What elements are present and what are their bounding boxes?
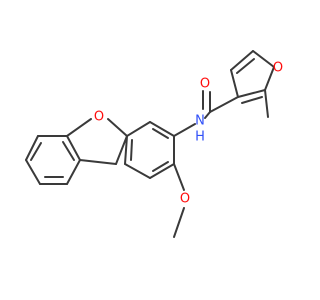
left-benzene-ring <box>25 135 81 185</box>
double-bond-inner <box>236 58 255 74</box>
molecule-structure: O N H O O O <box>0 0 300 300</box>
bond <box>66 135 81 161</box>
bond <box>149 163 175 179</box>
bond <box>173 207 185 238</box>
bond <box>126 121 151 137</box>
bond <box>264 66 275 91</box>
bond <box>237 89 266 98</box>
amide-nitrogen-label: N <box>195 114 205 129</box>
bond <box>230 69 239 98</box>
double-bond-inner <box>241 96 263 104</box>
dibenzofuran-furan-ring <box>66 118 128 165</box>
amide-linkage <box>173 90 239 137</box>
molecule-canvas: O N H O O O <box>0 0 300 300</box>
bond <box>25 159 41 185</box>
right-benzene-ring <box>124 121 175 179</box>
bond <box>230 50 254 71</box>
bond <box>173 123 196 137</box>
methoxy-oxygen-label: O <box>180 192 190 207</box>
bond <box>124 135 128 165</box>
bond <box>115 135 128 165</box>
bond <box>173 163 185 191</box>
furan-oxygen-label: O <box>273 61 283 76</box>
bond <box>107 118 128 137</box>
double-bond-inner <box>62 141 75 161</box>
bond <box>149 121 175 137</box>
bond <box>66 118 92 137</box>
bond <box>252 50 275 68</box>
bond <box>66 159 81 185</box>
amide-oxygen-label: O <box>200 77 210 92</box>
double-bond-inner <box>152 128 169 139</box>
methyl-bond <box>264 89 269 118</box>
double-bond-inner <box>152 161 169 172</box>
dibenzofuran-oxygen-label: O <box>94 110 104 125</box>
bond <box>124 163 151 179</box>
methoxy-group <box>173 163 185 238</box>
amide-hydrogen-label: H <box>195 130 205 145</box>
double-bond-inner <box>130 139 133 161</box>
bond <box>209 96 239 113</box>
methylfuran-ring <box>230 50 275 118</box>
double-bond-inner <box>30 142 42 161</box>
bond <box>204 111 211 119</box>
bond <box>79 159 117 165</box>
background <box>0 0 300 300</box>
bond <box>25 135 39 161</box>
